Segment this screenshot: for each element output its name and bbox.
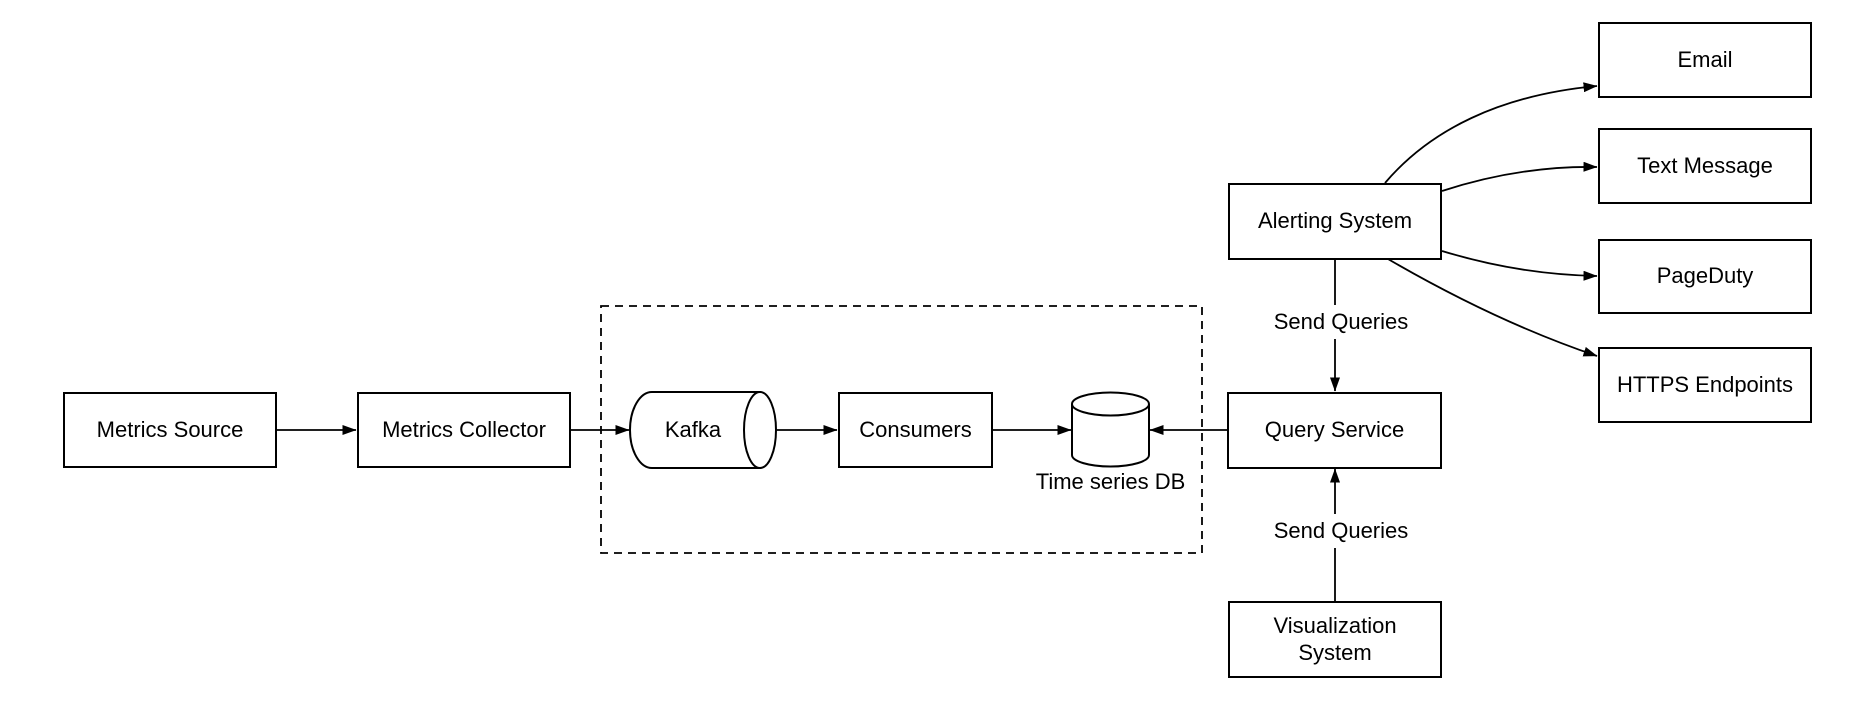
- kafka-cylinder-shape: [629, 391, 777, 469]
- arrow-alerting-system-to-email: [1384, 82, 1598, 184]
- arrow-alerting-system-to-https-endpoints: [1387, 258, 1598, 357]
- time-series-db-caption-label: Time series DB: [1035, 469, 1186, 494]
- node-email-label: Email: [1677, 46, 1733, 72]
- node-metrics-source-label: Metrics Source: [96, 416, 244, 442]
- node-pageduty-label: PageDuty: [1656, 263, 1754, 289]
- time-series-db-cylinder-shape: [1071, 391, 1150, 468]
- node-consumers-label: Consumers: [859, 416, 972, 442]
- node-consumers: Consumers: [838, 392, 993, 468]
- edge-label-send-queries-alerting: Send Queries: [1260, 305, 1422, 339]
- node-metrics-source: Metrics Source: [63, 392, 277, 468]
- arrow-alerting-system-to-pageduty: [1441, 250, 1598, 281]
- node-metrics-collector-label: Metrics Collector: [382, 416, 546, 442]
- arrow-alerting-system-to-text-message: [1441, 161, 1598, 192]
- node-kafka-label: Kafka: [664, 417, 722, 442]
- node-alerting-system-label: Alerting System: [1257, 208, 1413, 234]
- node-alerting-system: Alerting System: [1228, 183, 1442, 260]
- node-text-message: Text Message: [1598, 128, 1812, 204]
- node-https-endpoints: HTTPS Endpoints: [1598, 347, 1812, 423]
- time-series-db-caption: Time series DB: [1030, 468, 1191, 496]
- node-query-service: Query Service: [1227, 392, 1442, 469]
- node-pageduty: PageDuty: [1598, 239, 1812, 314]
- node-kafka: Kafka: [630, 392, 756, 468]
- edge-label-send-queries-visualization: Send Queries: [1260, 514, 1422, 548]
- node-metrics-collector: Metrics Collector: [357, 392, 571, 468]
- node-email: Email: [1598, 22, 1812, 98]
- node-visualization-system-label: Visualization System: [1273, 613, 1397, 665]
- node-visualization-system: Visualization System: [1228, 601, 1442, 678]
- node-text-message-label: Text Message: [1637, 152, 1773, 178]
- node-query-service-label: Query Service: [1264, 417, 1405, 443]
- node-https-endpoints-label: HTTPS Endpoints: [1616, 371, 1794, 397]
